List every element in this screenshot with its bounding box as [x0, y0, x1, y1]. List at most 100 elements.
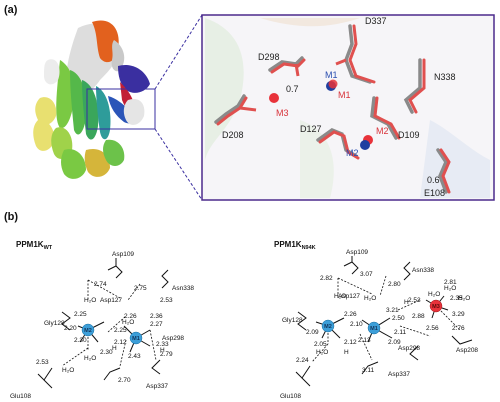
n94k-dist-3-07: 3.07 [360, 271, 373, 278]
n94k-dist-2-05: 2.05 [314, 341, 327, 348]
n94k-dist-2-50: 2.50 [392, 315, 405, 322]
n94k-water-2: H₂O [364, 295, 376, 302]
n94k-dist-2-09-a: 2.09 [306, 329, 319, 336]
n94k-title: PPM1KN94K [274, 240, 316, 251]
ion-m2-wt-sphere [360, 140, 370, 150]
wt-dist-2-33: 2.33 [156, 341, 169, 348]
n94k-res-gly128: Gly128 [282, 317, 303, 324]
wt-res-glu108: Glu108 [10, 393, 31, 400]
label-n338: N338 [434, 72, 456, 82]
label-m2-wt: M2 [346, 148, 359, 158]
n94k-dist-2-09-b: 2.09 [388, 339, 401, 346]
ion-m1-mut-sphere [328, 79, 338, 89]
wt-h-1: H [112, 345, 117, 352]
wt-dist-2-43: 2.43 [128, 353, 141, 360]
residue-d337-sticks [335, 24, 376, 84]
n94k-res-asp127: Asp127 [338, 293, 360, 300]
residue-d127-sticks [316, 128, 360, 160]
wt-res-asp127: Asp127 [100, 297, 122, 304]
n94k-h-1: H [404, 299, 409, 306]
wt-dist-2-79: 2.79 [160, 351, 173, 358]
wt-water-4: H₂O [62, 367, 74, 374]
wt-dist-2-25-b: 2.25 [114, 327, 127, 334]
wt-dist-2-53-bottom: 2.53 [36, 359, 49, 366]
n94k-dist-3-21: 3.21 [386, 307, 399, 314]
wt-dist-2-27: 2.27 [150, 321, 163, 328]
n94k-dist-2-35: 2.35 [450, 295, 463, 302]
n94k-dist-2-26: 2.26 [344, 311, 357, 318]
n94k-dist-2-53: 2.53 [408, 297, 421, 304]
n94k-dist-2-82: 2.82 [320, 275, 333, 282]
zoom-connector-bottom [154, 128, 203, 201]
zoom-connector-top [154, 14, 203, 90]
wt-water-1: H₂O [84, 297, 96, 304]
n94k-dist-2-80: 2.80 [388, 281, 401, 288]
n94k-ion-m2: M2 [321, 319, 335, 333]
panel-a-label: (a) [4, 4, 18, 16]
label-d298: D298 [258, 52, 280, 62]
n94k-dist-2-88: 2.88 [412, 313, 425, 320]
wt-res-gly128: Gly128 [44, 320, 65, 327]
wt-dist-2-20: 2.20 [64, 325, 77, 332]
residue-d109-sticks [370, 96, 401, 140]
wt-dist-2-30-a: 2.30 [74, 337, 87, 344]
label-d337: D337 [365, 16, 387, 26]
wt-ion-m1: M1 [129, 331, 143, 345]
wt-dist-2-36: 2.36 [150, 313, 163, 320]
n94k-ion-m1: M1 [367, 321, 381, 335]
label-m1-mut: M1 [338, 90, 351, 100]
wt-res-asp337: Asp337 [146, 383, 168, 390]
n94k-dist-2-56: 2.56 [426, 325, 439, 332]
label-d109: D109 [398, 130, 420, 140]
n94k-res-asp208: Asp208 [456, 347, 478, 354]
n94k-dist-2-13: 2.13 [358, 337, 371, 344]
n94k-water-1: H₂O [334, 293, 346, 300]
n94k-water-5: H₂O [458, 295, 470, 302]
ion-m3-sphere [269, 93, 279, 103]
wt-dist-2-26: 2.26 [124, 313, 137, 320]
wt-dist-2-74: 2.74 [94, 281, 107, 288]
wt-dist-2-25-a: 2.25 [74, 311, 87, 318]
wt-dist-2-30-b: 2.30 [100, 349, 113, 356]
n94k-dist-3-11: 3.11 [362, 367, 375, 374]
label-d127: D127 [300, 124, 322, 134]
svg-text:M2: M2 [324, 324, 332, 330]
residue-d208-sticks [214, 94, 257, 126]
n94k-res-asp337: Asp337 [388, 371, 410, 378]
scheme-n94k: PPM1KN94K [274, 240, 478, 400]
wt-title: PPM1KWT [16, 240, 53, 251]
label-e108: E108 [424, 188, 445, 198]
n94k-res-glu108: Glu108 [280, 393, 301, 400]
wt-res-asp109: Asp109 [112, 251, 134, 258]
wt-dist-2-70: 2.70 [118, 377, 131, 384]
residue-n338-sticks [403, 58, 426, 114]
zoom-view: D298 D337 N338 D208 D127 D109 E108 0.7 0… [201, 14, 495, 201]
panel-b-label: (b) [4, 211, 18, 223]
residue-e108-sticks [436, 148, 451, 194]
n94k-res-asp298: Asp298 [398, 345, 420, 352]
wt-dist-2-12: 2.12 [114, 339, 127, 346]
wt-dist-2-75: 2.75 [134, 285, 147, 292]
label-d208: D208 [222, 130, 244, 140]
svg-text:M3: M3 [432, 304, 440, 310]
wt-water-2: H₂O [122, 319, 134, 326]
n94k-ion-m3: M3 [429, 299, 443, 313]
label-m1-wt: M1 [325, 70, 338, 80]
wt-res-asp298: Asp298 [162, 335, 184, 342]
wt-ion-m2: M2 [81, 323, 95, 337]
n94k-dist-2-11: 2.11 [394, 329, 407, 336]
svg-text:M1: M1 [370, 326, 378, 332]
n94k-dist-2-76: 2.76 [452, 325, 465, 332]
label-m2-mut: M2 [376, 126, 389, 136]
n94k-dist-2-12: 2.12 [344, 339, 357, 346]
n94k-dist-3-29: 3.29 [452, 311, 465, 318]
n94k-res-asp109: Asp109 [346, 249, 368, 256]
n94k-water-6: H₂O [316, 349, 328, 356]
n94k-water-4: H₂O [444, 285, 456, 292]
n94k-water-3: H₂O [428, 291, 440, 298]
wt-res-asn338: Asn338 [172, 285, 194, 292]
n94k-dist-2-24: 2.24 [296, 357, 309, 364]
label-distance-0-6: 0.6 [427, 175, 440, 185]
n94k-dist-2-81: 2.81 [444, 279, 457, 286]
